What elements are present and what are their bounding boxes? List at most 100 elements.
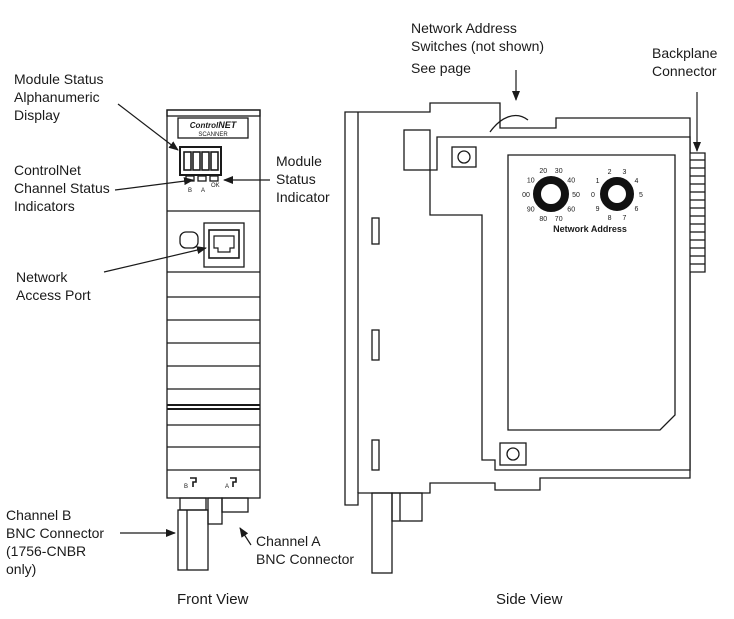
port-screw <box>179 231 199 249</box>
bottom-b-label: B <box>184 484 188 490</box>
callout-line: Indicator <box>276 189 330 205</box>
callout-backplane-connector: Backplane Connector <box>652 44 717 80</box>
callout-line: Connector <box>652 63 717 79</box>
callout-line: Alphanumeric <box>14 89 100 105</box>
callout-line: ControlNet <box>14 162 81 178</box>
dial-number: 60 <box>567 207 575 214</box>
arrow-channel-status <box>114 177 194 191</box>
bottom-a-label: A <box>225 484 229 490</box>
display-char-1 <box>183 151 192 171</box>
rotary-switch-tens <box>533 176 569 212</box>
callout-network-address-switches: Network Address Switches (not shown) See… <box>411 19 544 77</box>
display-char-3 <box>201 151 210 171</box>
switch-label-plate <box>507 154 676 431</box>
callout-network-access-port: Network Access Port <box>16 268 91 304</box>
callout-line: Channel B <box>6 507 72 523</box>
arrow-channel-a <box>239 527 252 546</box>
dial-number: 10 <box>527 177 535 184</box>
caption-front-view: Front View <box>177 591 249 608</box>
callout-controlnet-channel-status: ControlNet Channel Status Indicators <box>14 161 110 215</box>
callout-line: Channel Status <box>14 180 110 196</box>
arrow-network-port <box>103 246 207 273</box>
side-screw-top-head <box>457 150 471 164</box>
callout-arrows <box>103 70 701 546</box>
led-channel-a <box>197 175 207 182</box>
dial-number: 5 <box>639 192 643 199</box>
dial-number: 00 <box>522 192 530 199</box>
dial-number: 3 <box>622 169 626 176</box>
dial-tens-labels: 20 30 40 50 60 70 80 90 00 10 <box>522 168 580 223</box>
dial-number: 4 <box>634 178 638 185</box>
callout-line: Access Port <box>16 287 91 303</box>
dial-number: 7 <box>622 215 626 222</box>
bnc-b-connector <box>177 509 209 571</box>
callout-line: Module <box>276 153 322 169</box>
side-slot <box>371 439 380 471</box>
dial-number: 9 <box>596 206 600 213</box>
network-access-port <box>203 222 245 268</box>
led-a-label: A <box>201 188 205 194</box>
side-upper-tab <box>403 129 431 171</box>
rotary-switch-ones <box>600 177 634 211</box>
callout-line: Switches (not shown) <box>411 38 545 54</box>
callout-line: See page <box>411 60 471 76</box>
bnc-a-stub <box>207 497 223 525</box>
callout-channel-a-bnc: Channel A BNC Connector <box>256 532 354 568</box>
channel-a-symbol <box>230 477 237 487</box>
callout-module-status-display: Module Status Alphanumeric Display <box>14 70 104 124</box>
side-bnc-body <box>391 492 423 522</box>
dial-number: 50 <box>572 192 580 199</box>
callout-line: Network <box>16 269 68 285</box>
side-top-hook <box>489 115 529 133</box>
front-top-cap <box>166 109 261 117</box>
brand-badge <box>177 117 249 139</box>
brand-name: ControlNET <box>190 120 238 130</box>
callout-line: Channel A <box>256 533 321 549</box>
bnc-a-connector <box>221 497 249 513</box>
display-char-4 <box>210 151 219 171</box>
side-screw-bottom-head <box>506 447 520 461</box>
side-view <box>344 102 706 574</box>
callout-channel-b-bnc: Channel B BNC Connector (1756-CNBR only) <box>6 506 104 578</box>
dial-number: 40 <box>567 177 575 184</box>
callout-line: BNC Connector <box>256 551 355 567</box>
front-view <box>166 109 261 571</box>
dial-number: 2 <box>608 169 612 176</box>
callout-module-status-indicator: Module Status Indicator <box>276 152 330 206</box>
callout-line: Module Status <box>14 71 104 87</box>
dial-number: 90 <box>527 207 535 214</box>
side-slot <box>371 217 380 245</box>
callout-line: Display <box>14 107 60 123</box>
dial-number: 30 <box>555 168 563 175</box>
callout-line: Indicators <box>14 198 75 214</box>
callout-line: Backplane <box>652 45 718 61</box>
channel-b-symbol <box>190 477 197 487</box>
arrow-display <box>117 103 179 151</box>
side-slot <box>371 329 380 361</box>
caption-side-view: Side View <box>496 591 563 608</box>
callout-line: Status <box>276 171 316 187</box>
dial-number: 8 <box>608 215 612 222</box>
dial-number: 6 <box>634 206 638 213</box>
dial-number: 70 <box>555 216 563 223</box>
led-ok-label: OK <box>211 183 220 189</box>
side-screw-bottom <box>499 442 527 466</box>
callout-line: (1756-CNBR <box>6 543 87 559</box>
dial-number: 0 <box>591 192 595 199</box>
dial-number: 20 <box>539 168 547 175</box>
rj45-jack-outer <box>208 229 240 259</box>
callout-line: BNC Connector <box>6 525 105 541</box>
backplane-connector <box>690 159 705 265</box>
led-ok <box>209 175 219 182</box>
network-address-title: Network Address <box>553 224 627 234</box>
side-screw-top <box>451 146 477 168</box>
display-char-2 <box>192 151 201 171</box>
side-bnc-connector <box>371 492 393 574</box>
dial-number: 80 <box>539 216 547 223</box>
callout-line: only) <box>6 561 37 577</box>
model-name: SCANNER <box>198 132 228 138</box>
callout-line: Network Address <box>411 20 517 36</box>
